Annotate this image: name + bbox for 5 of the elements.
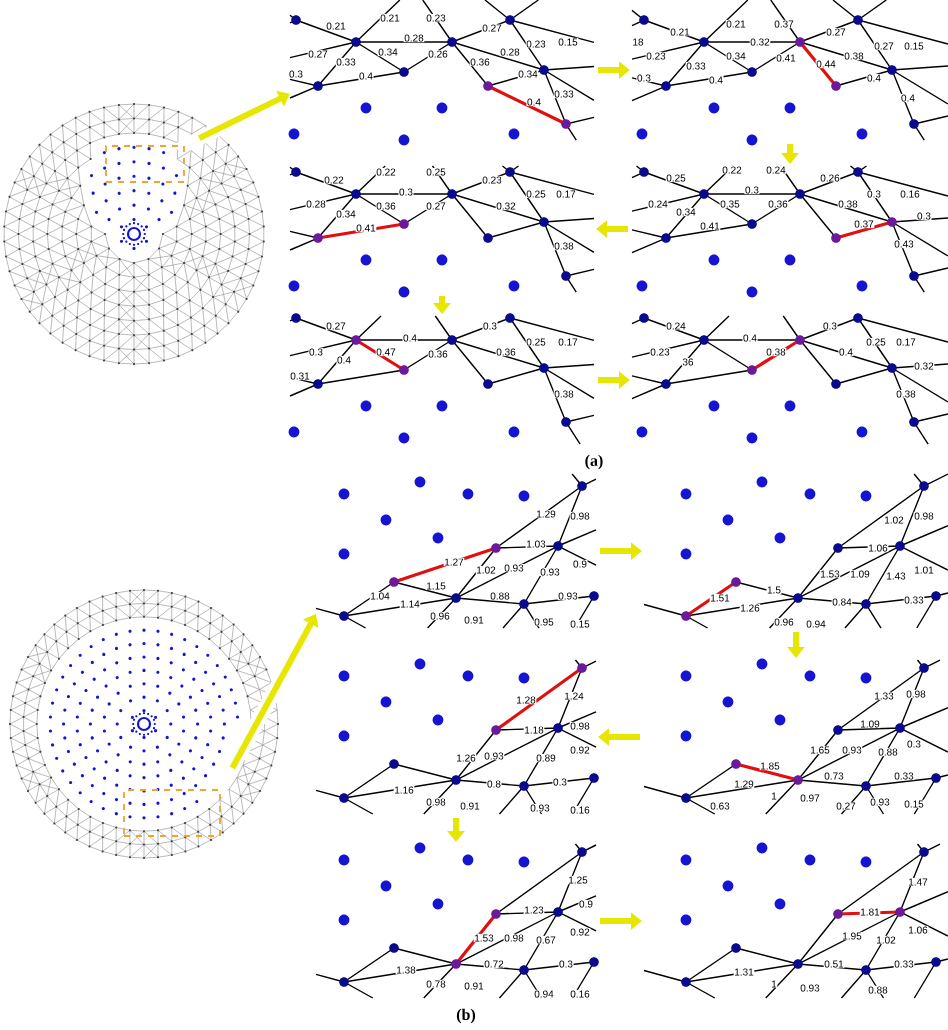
arrow [229, 614, 319, 770]
zoom-box [123, 789, 221, 837]
zoom-box [105, 145, 185, 183]
panel-label: (a) [585, 454, 603, 470]
arrow [197, 90, 290, 141]
